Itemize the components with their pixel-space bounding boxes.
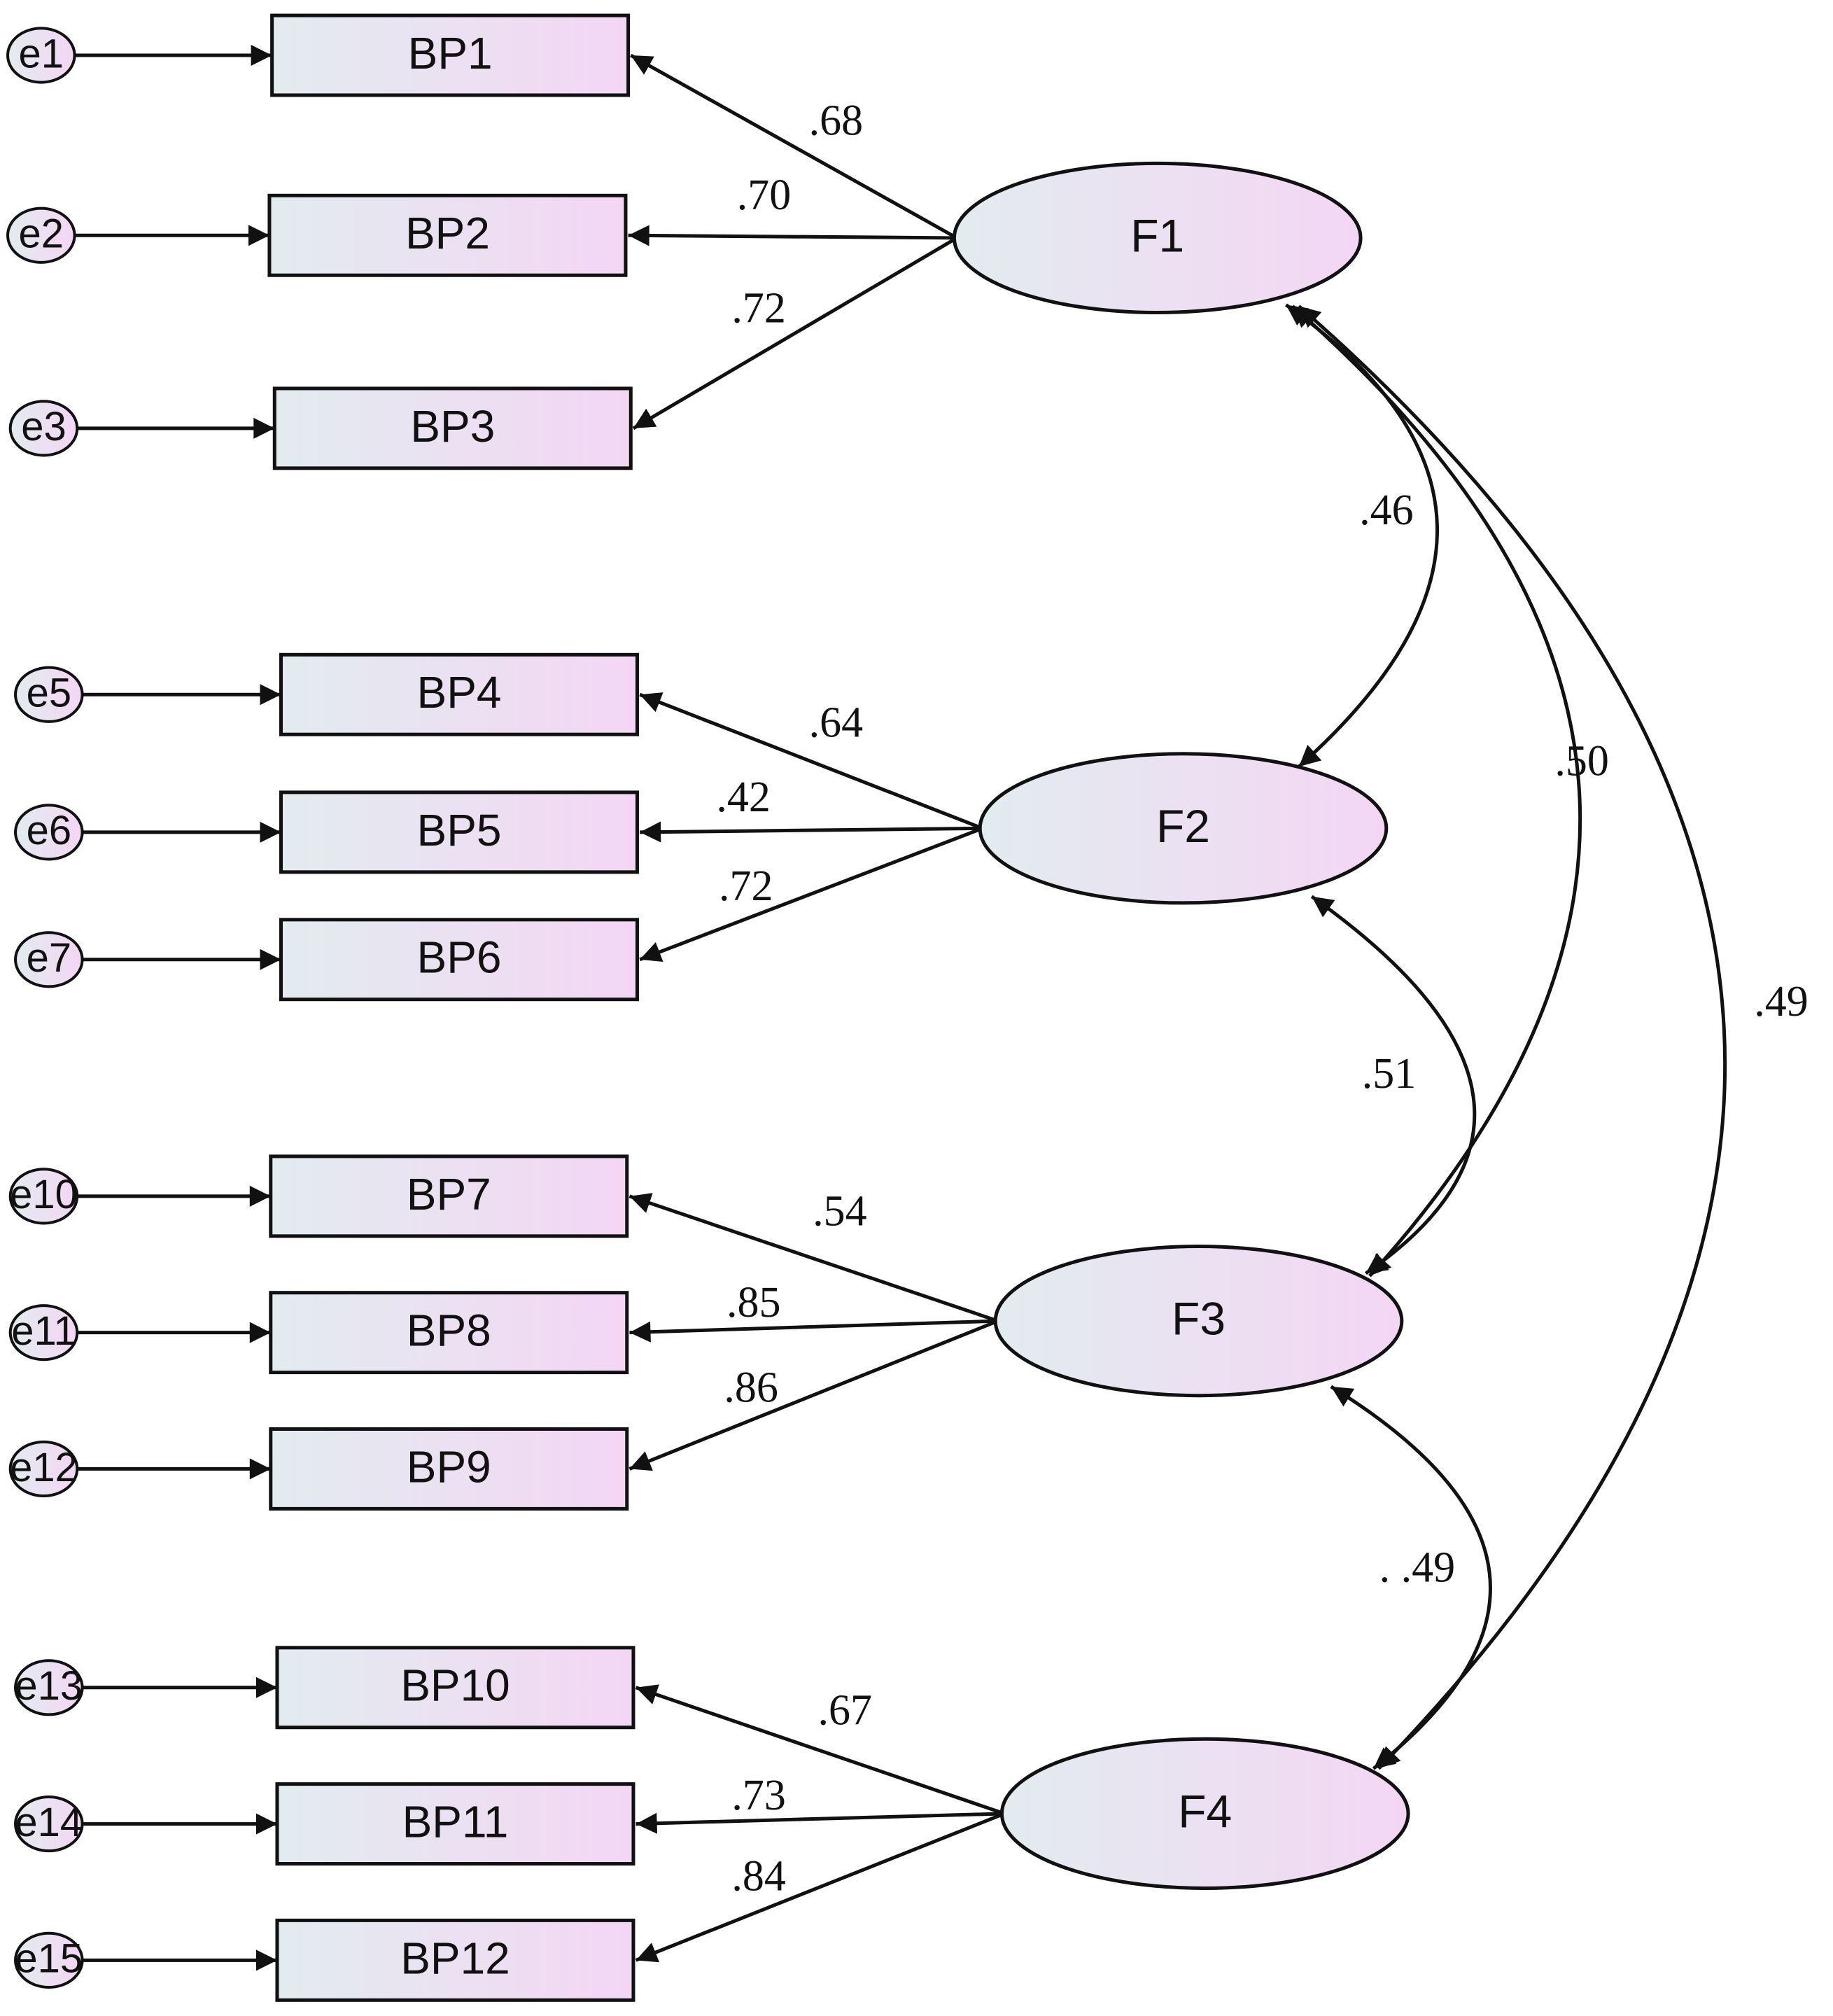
loading-label-bp1: .68 (809, 97, 864, 144)
indicator-box-bp4 (279, 652, 639, 736)
factor-label-f3: F3 (1172, 1293, 1225, 1345)
indicator-box-bp3 (272, 386, 633, 470)
error-node-e3 (8, 400, 79, 457)
error-label-e14: e14 (15, 1800, 83, 1845)
indicator-box-bp12 (275, 1918, 635, 2002)
loading-arrow-bp9 (628, 1319, 999, 1471)
indicator-box-bp9 (269, 1427, 629, 1511)
loading-label-bp2: .70 (737, 172, 792, 219)
error-node-e13 (14, 1659, 84, 1716)
error-node-e15 (14, 1931, 84, 1989)
loading-arrow-bp11 (635, 1812, 1005, 1834)
error-label-e1: e1 (19, 31, 64, 76)
indicator-box-bp6 (279, 918, 639, 1002)
loading-label-bp6: .72 (719, 862, 773, 910)
loading-label-bp10: .67 (817, 1687, 872, 1735)
error-node-e2 (6, 206, 76, 264)
error-node-e6 (14, 804, 84, 861)
correlation-arc-f1-f3 (1291, 304, 1582, 1278)
error-label-e13: e13 (15, 1663, 83, 1709)
loading-arrow-bp1 (630, 53, 958, 240)
nodes-layer (6, 13, 1410, 2002)
correlation-arc-f3-f4 (1330, 1385, 1492, 1770)
loading-label-bp4: .64 (809, 699, 864, 746)
factor-node-f1 (952, 161, 1363, 315)
error-label-e7: e7 (27, 935, 72, 981)
loading-label-bp11: .73 (731, 1772, 786, 1819)
indicator-label-bp2: BP2 (405, 208, 490, 258)
error-node-e12 (8, 1440, 79, 1498)
loading-label-bp5: .42 (716, 774, 771, 821)
indicator-label-bp10: BP10 (400, 1660, 510, 1711)
indicator-label-bp4: BP4 (417, 667, 502, 718)
labels-layer: .46 .50 .49 .51 . .49 e1 e2 e3 e5 e6 e7 e10 e11 e12 e1… (10, 28, 1809, 1983)
error-label-e12: e12 (10, 1445, 78, 1490)
loading-label-bp12: .84 (731, 1853, 786, 1900)
indicator-box-bp5 (279, 790, 639, 874)
loading-arrow-bp3 (632, 236, 958, 430)
factor-label-f4: F4 (1178, 1785, 1232, 1837)
indicator-label-bp11: BP11 (402, 1796, 509, 1847)
loading-label-bp9: .86 (724, 1364, 778, 1411)
indicator-label-bp3: BP3 (410, 401, 495, 451)
loading-arrow-bp7 (628, 1193, 999, 1323)
loading-arrow-bp8 (629, 1319, 998, 1343)
error-node-e11 (8, 1304, 79, 1362)
correlation-arc-f1-f2 (1285, 303, 1439, 769)
factor-node-f2 (978, 752, 1389, 905)
edges-layer (66, 45, 1727, 1971)
loading-arrow-bp12 (635, 1812, 1006, 1963)
indicator-label-bp6: BP6 (417, 932, 502, 983)
error-node-e5 (14, 666, 84, 723)
correlation-arc-f2-f3 (1310, 895, 1477, 1275)
loading-arrow-bp4 (639, 692, 983, 830)
correlation-label-f3-f4: . .49 (1379, 1544, 1456, 1592)
loading-arrow-bp10 (635, 1684, 1005, 1816)
correlation-label-f1-f3: .50 (1554, 738, 1609, 785)
indicator-box-bp1 (270, 13, 631, 97)
error-node-e7 (14, 931, 84, 988)
correlation-label-f1-f2: .46 (1359, 486, 1414, 534)
error-label-e5: e5 (27, 671, 72, 716)
loading-label-bp7: .54 (813, 1188, 867, 1236)
indicator-box-bp10 (275, 1646, 635, 1730)
error-node-e1 (6, 27, 76, 84)
indicator-box-bp8 (269, 1291, 629, 1375)
indicator-label-bp1: BP1 (408, 28, 493, 78)
error-label-e11: e11 (11, 1308, 76, 1354)
correlation-arc-f1-f4 (1298, 304, 1727, 1770)
loading-label-bp3: .72 (731, 285, 786, 332)
indicator-label-bp7: BP7 (407, 1169, 491, 1219)
loading-arrow-bp2 (628, 225, 957, 246)
indicator-label-bp12: BP12 (400, 1933, 510, 1983)
loading-arrow-bp6 (639, 827, 983, 962)
error-node-e14 (14, 1795, 84, 1853)
factor-label-f1: F1 (1130, 209, 1184, 261)
correlation-label-f1-f4: .49 (1754, 978, 1809, 1026)
error-label-e2: e2 (19, 211, 64, 257)
indicator-label-bp8: BP8 (407, 1306, 491, 1356)
error-label-e6: e6 (27, 808, 72, 853)
factor-label-f2: F2 (1156, 800, 1210, 852)
loading-label-bp8: .85 (726, 1279, 781, 1326)
error-label-e10: e10 (10, 1172, 78, 1217)
factor-node-f4 (999, 1737, 1410, 1890)
indicator-label-bp5: BP5 (417, 805, 502, 855)
indicator-box-bp7 (269, 1154, 629, 1238)
loading-arrow-bp5 (640, 821, 983, 843)
indicator-label-bp9: BP9 (407, 1441, 491, 1492)
indicator-box-bp2 (267, 193, 628, 277)
indicator-box-bp11 (275, 1782, 635, 1866)
error-label-e15: e15 (15, 1936, 83, 1982)
error-label-e3: e3 (21, 404, 66, 449)
correlation-label-f2-f3: .51 (1362, 1050, 1417, 1098)
error-node-e10 (8, 1168, 79, 1225)
factor-node-f3 (993, 1245, 1404, 1398)
